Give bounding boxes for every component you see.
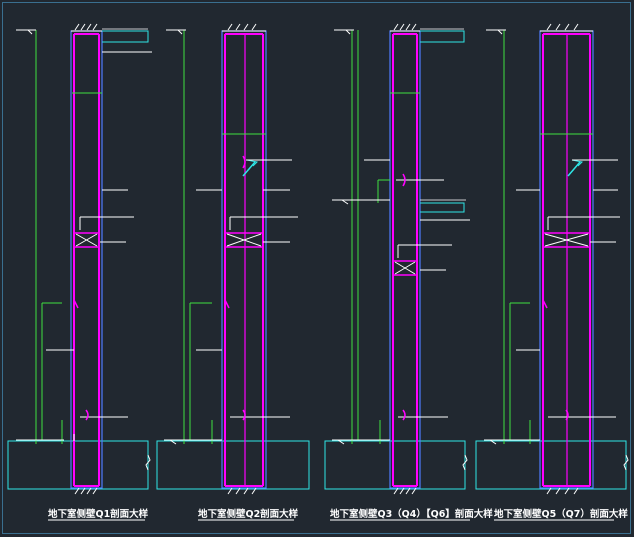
leader-lines [196,159,298,418]
break-line [462,454,468,471]
soil-hatch-top [222,23,266,32]
top-slab [420,30,465,43]
soil-hatch-bottom [227,487,257,495]
caption-q5: 地下室侧壁Q5（Q7）剖面大样 [494,508,628,520]
dimension-lines [503,30,531,444]
soil-hatch-top [540,23,593,32]
section-detail-q3: 地下室侧壁Q3（Q4）【Q6】剖面大样 [324,23,493,521]
dimension-lines [351,30,420,444]
leader-lines [516,159,620,418]
caption-q1: 地下室侧壁Q1剖面大样 [48,508,149,520]
mid-slab [420,202,465,213]
break-line [623,454,629,471]
section-detail-q5: 地下室侧壁Q5（Q7）剖面大样 [475,23,629,521]
section-detail-q2: 地下室侧壁Q2剖面大样 [156,23,310,521]
soil-hatch-bottom [546,487,579,495]
leader-lines [46,189,134,441]
dimension-lines [35,30,102,444]
section-detail-q1: 地下室侧壁Q1剖面大样 [7,23,152,521]
soil-hatch-bottom [74,487,98,495]
caption-q2: 地下室侧壁Q2剖面大样 [198,508,299,520]
top-slab [102,30,149,43]
wall-outline [389,30,421,489]
caption-q3: 地下室侧壁Q3（Q4）【Q6】剖面大样 [330,508,493,520]
break-line [145,454,151,471]
dimension-lines [183,30,213,444]
leader-lines [364,159,452,418]
soil-hatch-top [71,23,102,32]
foundation-slab [324,440,466,490]
foundation-slab [475,440,627,490]
soil-hatch-bottom [393,487,417,495]
foundation-slab [156,440,310,490]
foundation-slab [7,440,149,490]
soil-hatch-top [390,23,420,32]
cross-bar [74,232,99,248]
